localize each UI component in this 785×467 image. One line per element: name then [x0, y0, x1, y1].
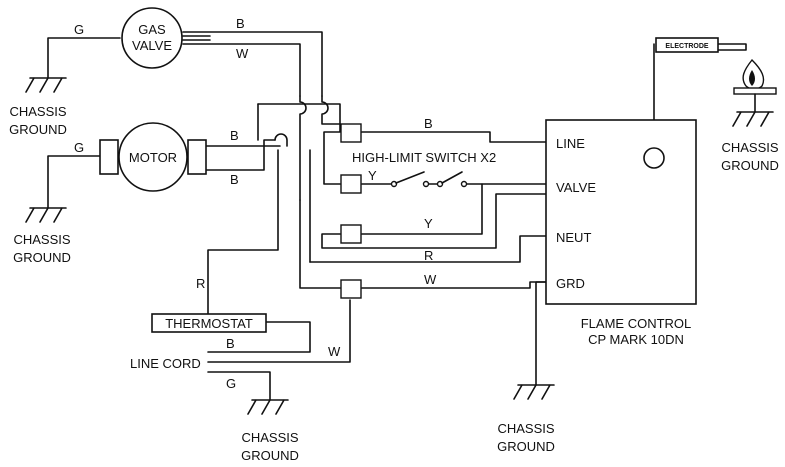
- ground5-label-2: GROUND: [721, 158, 779, 173]
- switch2-contact-b: [460, 180, 468, 188]
- motor-ground-label: G: [74, 140, 84, 155]
- cord-white-wire: [207, 299, 351, 363]
- high-limit-switches: [390, 171, 468, 188]
- switch2-blade: [441, 171, 463, 184]
- motor-endcap-left: [99, 139, 119, 175]
- gas-valve-black-label: B: [236, 16, 245, 31]
- motor-body: [118, 122, 188, 192]
- flame-control: LINE VALVE NEUT GRD: [545, 119, 697, 305]
- electrode-terminal: [643, 147, 665, 169]
- ground-symbol-1: [25, 77, 67, 93]
- gas-valve-label-2: VALVE: [132, 38, 172, 53]
- ground-symbol-5: [732, 93, 774, 127]
- fc-ground-wire: [535, 281, 547, 386]
- cord-ground-label: G: [226, 376, 236, 391]
- terminal-line-label: LINE: [556, 136, 585, 151]
- line-black-label: B: [424, 116, 433, 131]
- motor-endcap-right: [187, 139, 207, 175]
- crossover-wire-2: [321, 95, 341, 125]
- terminal-valve-label: VALVE: [556, 180, 596, 195]
- ground-symbol-3: [247, 399, 289, 415]
- yellow-label-2: Y: [424, 216, 433, 231]
- thermostat-label: THERMOSTAT: [165, 316, 253, 331]
- switch1-blade: [395, 171, 425, 184]
- flame-icon: [733, 58, 777, 95]
- red-label-1: R: [196, 276, 205, 291]
- flame-control-box: [545, 119, 697, 305]
- ground-symbol-2: [25, 207, 67, 223]
- high-limit-switch-label: HIGH-LIMIT SWITCH X2: [352, 150, 496, 165]
- top-bus-wire: [257, 103, 341, 125]
- cord-white-label: W: [328, 344, 341, 359]
- motor-ground-wire: [47, 155, 101, 209]
- electrode-label: ELECTRODE: [665, 43, 709, 50]
- electrode-tip: [717, 43, 747, 51]
- red-label-2: R: [424, 248, 433, 263]
- motor: MOTOR: [99, 122, 207, 192]
- ground-symbol-4: [513, 384, 555, 400]
- motor-black-label-1: B: [230, 128, 239, 143]
- terminal-drop-1: [323, 123, 341, 185]
- line-black-wire: [361, 131, 547, 143]
- electrode-body: [655, 37, 719, 53]
- gas-valve-ground-label: G: [74, 22, 84, 37]
- wires: [47, 31, 747, 401]
- terminal-blocks: [340, 123, 362, 299]
- gas-valve-wire-bundle: [182, 35, 211, 41]
- ground4-label-1: CHASSIS: [497, 421, 554, 436]
- gas-valve-label-1: GAS: [138, 22, 166, 37]
- terminal-neut-label: NEUT: [556, 230, 591, 245]
- motor-black-label-2: B: [230, 172, 239, 187]
- ground4-label-2: GROUND: [497, 439, 555, 454]
- ground1-label-1: CHASSIS: [9, 104, 66, 119]
- thermostat-red-wire: [207, 149, 279, 315]
- terminal-block-2: [340, 174, 362, 194]
- gas-valve-body: [121, 7, 183, 69]
- ground5-label-1: CHASSIS: [721, 140, 778, 155]
- ground2-label-2: GROUND: [13, 250, 71, 265]
- ground2-label-1: CHASSIS: [13, 232, 70, 247]
- gas-valve-white-label: W: [236, 46, 249, 61]
- terminal-block-1: [340, 123, 362, 143]
- gas-valve-ground-wire: [47, 37, 121, 79]
- gas-valve-black-wire: [182, 31, 323, 97]
- gas-valve-white-wire: [182, 43, 301, 97]
- ground3-label-2: GROUND: [241, 448, 299, 463]
- terminal-grd-label: GRD: [556, 276, 585, 291]
- white-grd-wire: [361, 281, 547, 289]
- motor-hump: [274, 133, 288, 147]
- electrode: ELECTRODE: [655, 37, 719, 53]
- white-label: W: [424, 272, 437, 287]
- red-neut-wire: [309, 235, 547, 263]
- flame-control-label-1: FLAME CONTROL: [581, 316, 692, 331]
- thermostat-body: [151, 313, 267, 333]
- flame-control-label-2: CP MARK 10DN: [588, 332, 684, 347]
- terminal-block-4: [340, 279, 362, 299]
- terminal3-left: [321, 193, 547, 249]
- motor-label: MOTOR: [129, 150, 177, 165]
- gas-valve: GAS VALVE: [121, 7, 183, 69]
- thermostat: THERMOSTAT: [151, 313, 267, 333]
- terminal-block-3: [340, 224, 362, 244]
- terminal4-left: [299, 199, 341, 289]
- yellow-2-wire: [361, 183, 483, 235]
- cord-ground-wire: [207, 371, 271, 401]
- switch1-contact-b: [422, 180, 430, 188]
- motor-black-wire-2: [205, 139, 276, 171]
- ground1-label-2: GROUND: [9, 122, 67, 137]
- thermostat-to-cord: [207, 321, 311, 353]
- line-cord-label: LINE CORD: [130, 356, 201, 371]
- yellow-label-1: Y: [368, 168, 377, 183]
- ground3-label-1: CHASSIS: [241, 430, 298, 445]
- cord-black-label: B: [226, 336, 235, 351]
- crossover-wire-1: [299, 95, 307, 201]
